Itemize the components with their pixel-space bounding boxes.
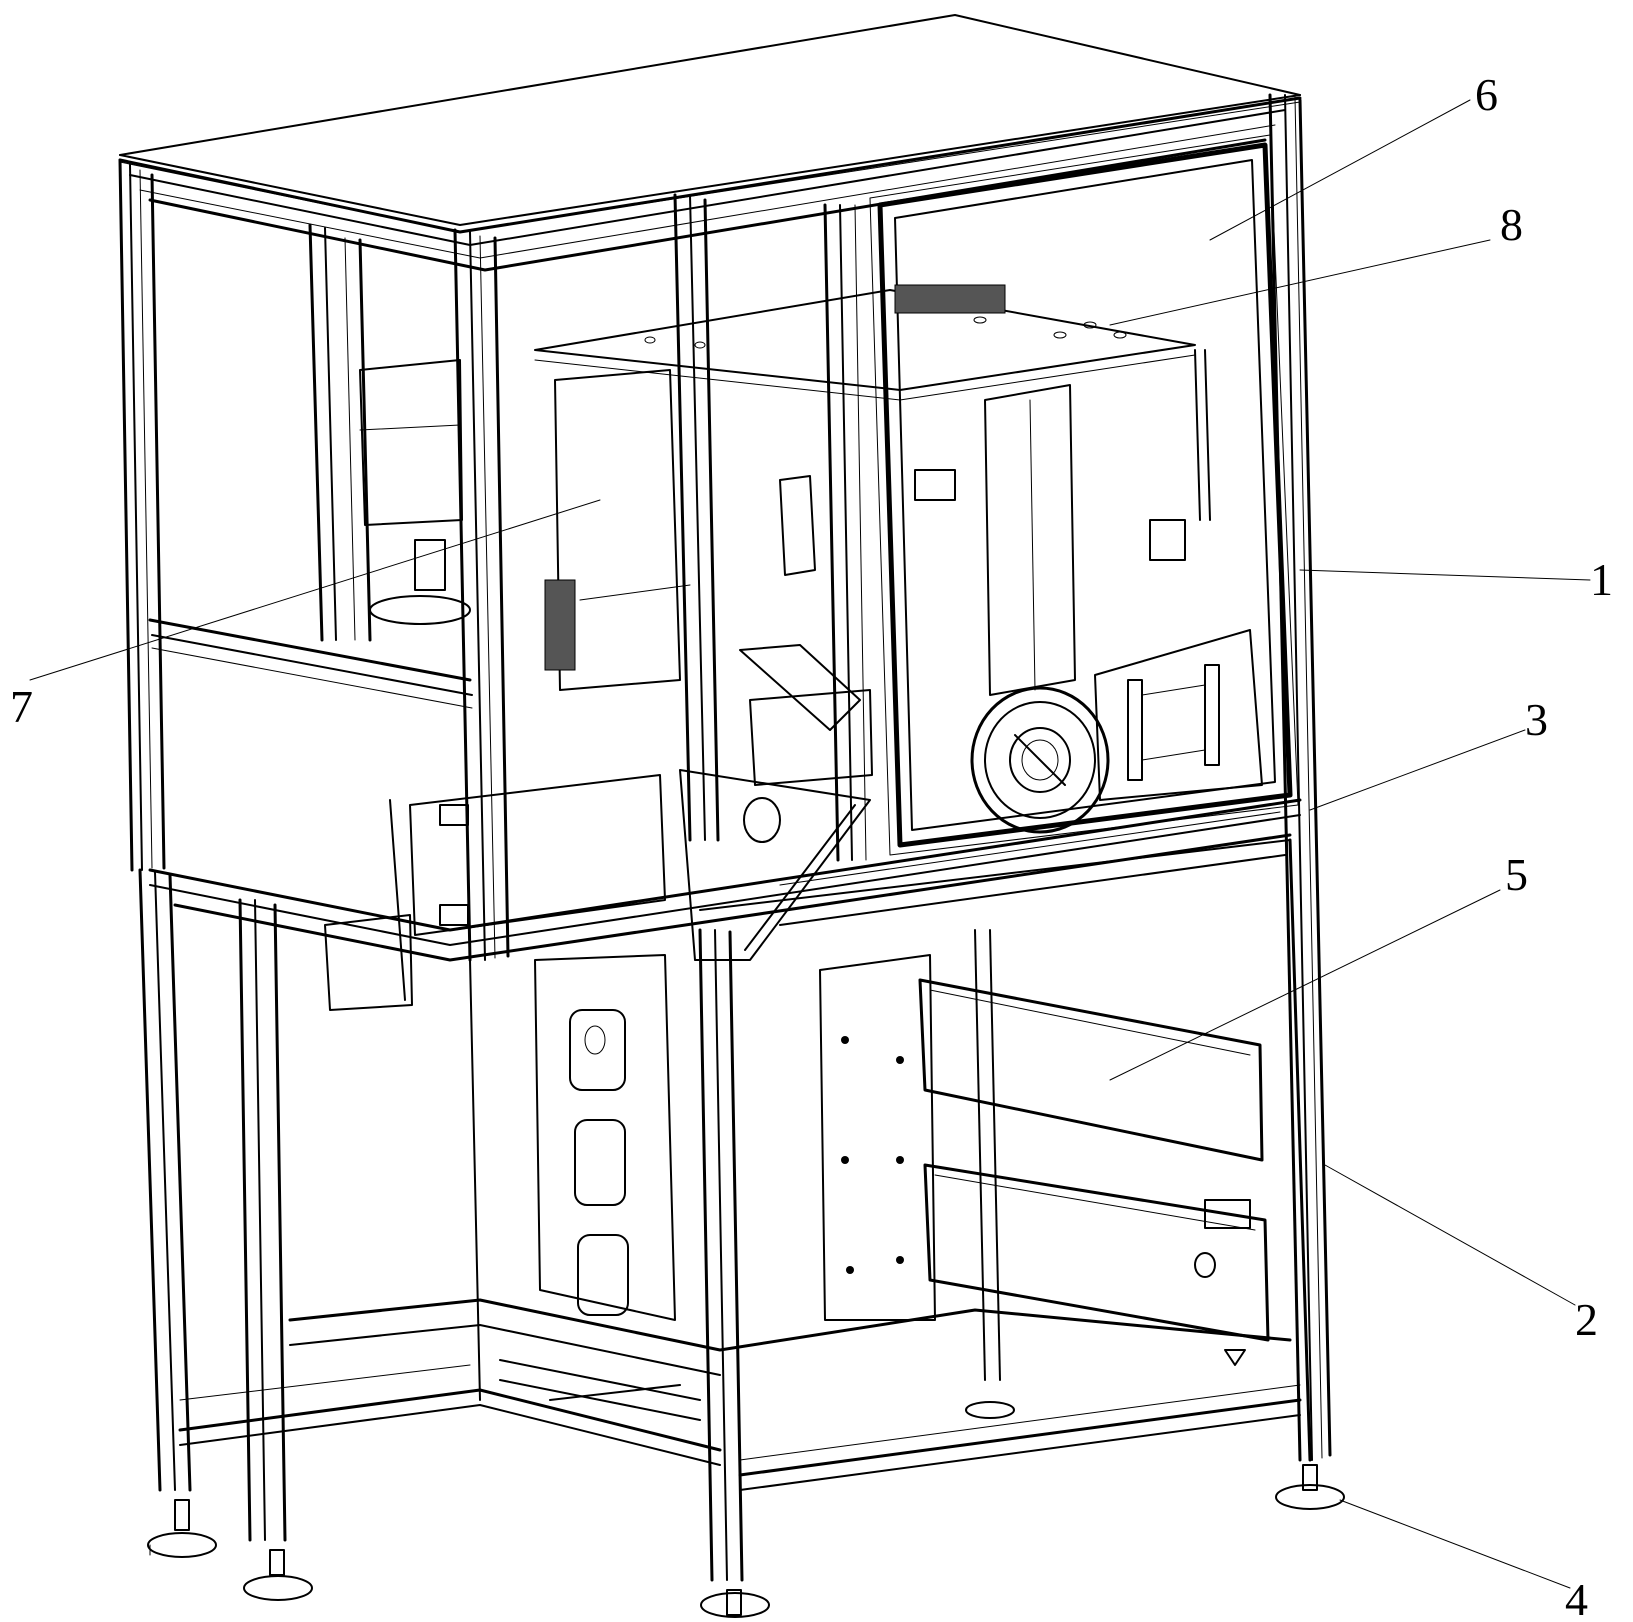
foot-1 bbox=[147, 1499, 217, 1558]
plate-rivets bbox=[841, 1036, 904, 1274]
lower-frame bbox=[138, 798, 1312, 1582]
foot-5 bbox=[965, 1401, 1015, 1419]
leader-7 bbox=[29, 499, 601, 681]
leader-4 bbox=[1339, 1499, 1571, 1589]
callout-3: 3 bbox=[1525, 694, 1548, 745]
foot-4 bbox=[1275, 1464, 1345, 1510]
callout-5: 5 bbox=[1505, 849, 1528, 900]
leader-1 bbox=[1299, 569, 1591, 581]
leader-6 bbox=[1209, 99, 1471, 241]
leader-3 bbox=[1309, 729, 1526, 811]
callout-1: 1 bbox=[1590, 554, 1613, 605]
leader-5 bbox=[1109, 889, 1501, 1081]
foot-3 bbox=[700, 1589, 770, 1618]
leader-lines bbox=[29, 99, 1591, 1589]
callout-labels: 1 2 3 4 5 6 7 8 bbox=[10, 69, 1613, 1622]
callout-8: 8 bbox=[1500, 199, 1523, 250]
callout-6: 6 bbox=[1475, 69, 1498, 120]
callout-2: 2 bbox=[1575, 1294, 1598, 1345]
foot-2 bbox=[243, 1549, 313, 1601]
top-cover bbox=[119, 14, 1301, 233]
plate-holes bbox=[644, 316, 1127, 349]
leader-8 bbox=[1109, 239, 1491, 326]
internal-mechanism bbox=[324, 284, 1270, 1366]
door-frame bbox=[869, 134, 1299, 856]
roller-disc bbox=[970, 686, 1110, 834]
upper-frame bbox=[118, 93, 1332, 1462]
callout-4: 4 bbox=[1565, 1574, 1588, 1622]
callout-7: 7 bbox=[10, 681, 33, 732]
leveling-feet bbox=[147, 1401, 1345, 1618]
leader-2 bbox=[1324, 1164, 1576, 1306]
